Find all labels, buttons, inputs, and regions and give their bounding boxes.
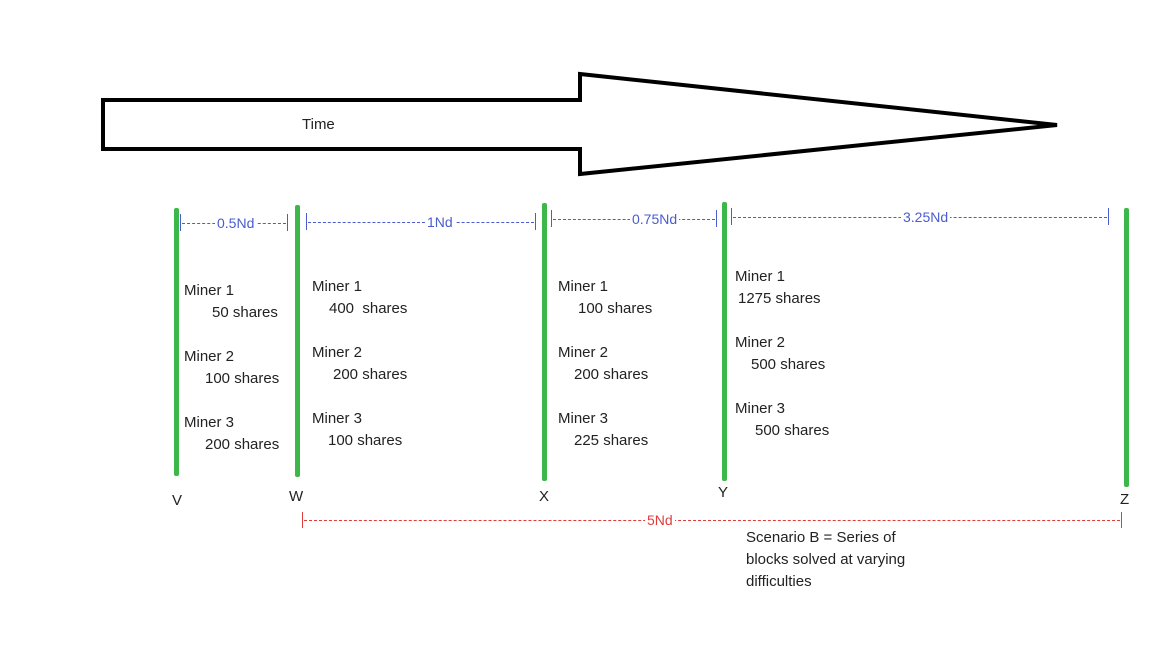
point-label-y: Y: [718, 484, 729, 501]
caption-line-3: difficulties: [746, 573, 812, 590]
block-4-miner-1-name: Miner 1: [735, 268, 786, 285]
interval-label-w-x: 1Nd: [425, 214, 455, 230]
interval-label-v-w: 0.5Nd: [215, 215, 257, 231]
block-2-miner-3-shares: 100 shares: [328, 432, 403, 449]
block-1-miner-3-shares: 200 shares: [205, 436, 280, 453]
block-3-miner-3-name: Miner 3: [558, 410, 609, 427]
block-3-miner-1-name: Miner 1: [558, 278, 609, 295]
interval-label-y-z: 3.25Nd: [901, 209, 951, 225]
timeline-marker-v: [174, 208, 179, 476]
caption-line-2: blocks solved at varying: [746, 551, 906, 568]
block-4-miner-1-shares: 1275 shares: [738, 290, 821, 307]
block-1-miner-2-shares: 100 shares: [205, 370, 280, 387]
time-arrow: [101, 71, 1058, 177]
point-label-x: X: [539, 488, 550, 505]
block-2-miner-3-name: Miner 3: [312, 410, 363, 427]
block-4-miner-3-shares: 500 shares: [755, 422, 830, 439]
block-4-miner-3-name: Miner 3: [735, 400, 786, 417]
total-interval-label: 5Nd: [645, 512, 675, 528]
block-2-miner-1-name: Miner 1: [312, 278, 363, 295]
point-label-z: Z: [1120, 491, 1130, 508]
block-3-miner-2-name: Miner 2: [558, 344, 609, 361]
block-4-miner-2-shares: 500 shares: [751, 356, 826, 373]
interval-x-y: 0.75Nd: [551, 210, 717, 228]
point-label-w: W: [289, 488, 304, 505]
point-label-v: V: [172, 492, 183, 509]
caption-line-1: Scenario B = Series of: [746, 529, 896, 546]
block-2-miner-1-shares: 400 shares: [329, 300, 408, 317]
timeline-marker-z: [1124, 208, 1129, 487]
timeline-marker-w: [295, 205, 300, 477]
total-interval-w-z: 5Nd: [302, 512, 1122, 530]
block-2-miner-2-shares: 200 shares: [333, 366, 408, 383]
interval-y-z: 3.25Nd: [731, 208, 1109, 226]
time-arrow-shape: [101, 71, 1058, 177]
block-1-miner-3-name: Miner 3: [184, 414, 235, 431]
timeline-marker-x: [542, 203, 547, 481]
interval-v-w: 0.5Nd: [180, 214, 288, 232]
block-1-miner-1-name: Miner 1: [184, 282, 235, 299]
timeline-marker-y: [722, 202, 727, 481]
block-3-miner-3-shares: 225 shares: [574, 432, 649, 449]
interval-w-x: 1Nd: [306, 213, 536, 231]
block-1-miner-2-name: Miner 2: [184, 348, 235, 365]
block-2-miner-2-name: Miner 2: [312, 344, 363, 361]
block-1-miner-1-shares: 50 shares: [212, 304, 278, 321]
interval-label-x-y: 0.75Nd: [630, 211, 680, 227]
block-3-miner-1-shares: 100 shares: [578, 300, 653, 317]
time-label: Time: [302, 116, 335, 133]
block-4-miner-2-name: Miner 2: [735, 334, 786, 351]
block-3-miner-2-shares: 200 shares: [574, 366, 649, 383]
